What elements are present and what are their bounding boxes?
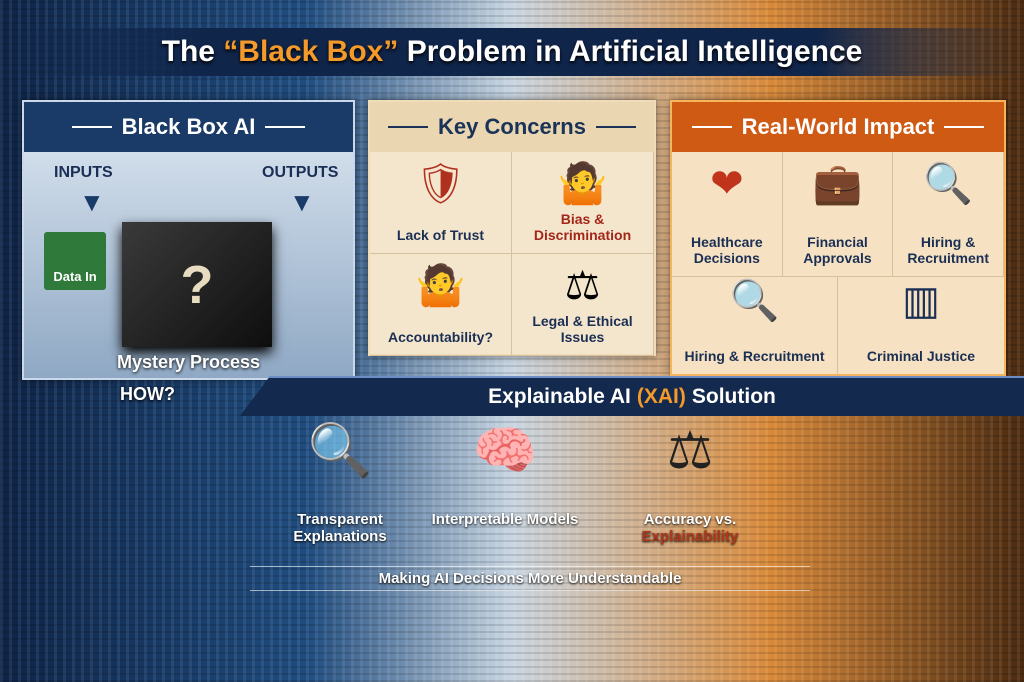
concern-lack-of-trust: 🛡 Lack of Trust — [370, 152, 512, 254]
briefcase-icon: 💼 — [812, 162, 863, 206]
xai-highlight: (XAI) — [636, 385, 686, 408]
black-box-panel: Black Box AI INPUTS OUTPUTS ▼ ▼ Data In … — [22, 100, 355, 380]
inputs-label: INPUTS — [54, 164, 113, 181]
impact-label: Hiring & Recruitment — [684, 348, 825, 364]
key-concerns-panel: Key Concerns 🛡 Lack of Trust 🤷 Bias & Disc… — [368, 100, 656, 356]
impact-hiring: 🔍 Hiring & Recruitment — [893, 152, 1004, 277]
person-shrug-icon: 🤷 — [557, 162, 608, 206]
data-in-label: Data In — [53, 269, 97, 284]
person-search-icon: 🔍 — [729, 279, 780, 323]
brain-network-icon: 🧠 — [472, 422, 538, 480]
arrow-down-icon: ▼ — [79, 187, 105, 217]
mystery-process-label: Mystery Process — [116, 352, 261, 372]
xai-item-label: Transparent Explanations — [293, 511, 387, 545]
title-prefix: The — [161, 35, 224, 68]
title-suffix: Problem in Artificial Intelligence — [398, 35, 863, 68]
businessman-shrug-icon: 🤷 — [415, 264, 466, 308]
real-world-impact-panel: Real-World Impact ❤Healthcare Decisions … — [670, 100, 1006, 376]
xai-transparent: 🔍 Transparent Explanations — [255, 425, 425, 555]
outputs-label: OUTPUTS — [262, 164, 339, 181]
impact-header: Real-World Impact — [672, 102, 1004, 152]
explainability-label: Explainability — [641, 528, 739, 545]
impact-label: Criminal Justice — [866, 348, 976, 364]
concern-bias: 🤷 Bias & Discrimination — [512, 152, 654, 254]
page-title: The “Black Box” Problem in Artificial In… — [0, 28, 1024, 76]
xai-interpretable: 🧠 Interpretable Models — [420, 425, 590, 555]
accuracy-label: Accuracy vs. — [643, 511, 737, 528]
title-highlight: “Black Box” — [223, 35, 399, 68]
data-in-folder: Data In — [44, 232, 106, 290]
black-box-header: Black Box AI — [24, 102, 353, 152]
concern-label: Accountability? — [387, 329, 493, 345]
xai-item-label: Interpretable Models — [431, 511, 579, 528]
jail-bars-icon: ▥ — [902, 279, 940, 323]
gavel-icon: ⚖ — [564, 264, 601, 308]
black-box-cube: ? — [122, 222, 272, 347]
impact-label: Healthcare Decisions — [691, 234, 763, 266]
impact-financial: 💼 Financial Approvals — [782, 152, 894, 277]
concern-accountability: 🤷 Accountability? — [370, 254, 512, 356]
magnifier-chart-icon: 🔍 — [307, 422, 373, 480]
impact-hiring-2: 🔍 Hiring & Recruitment — [672, 277, 838, 374]
impact-label: Hiring & Recruitment — [907, 234, 989, 266]
key-concerns-header: Key Concerns — [370, 102, 654, 152]
xai-title: Explainable AI — [488, 385, 631, 408]
impact-criminal-justice: ▥ Criminal Justice — [838, 277, 1004, 374]
question-mark: ? — [180, 254, 214, 315]
xai-suffix: Solution — [691, 385, 776, 408]
impact-healthcare: ❤ Healthcare Decisions — [672, 152, 783, 277]
concern-label: Bias & Discrimination — [533, 211, 632, 243]
concern-label: Legal & Ethical Issues — [532, 313, 633, 345]
scales-icon: ⚖ — [666, 422, 714, 480]
arrow-down-icon: ▼ — [289, 187, 315, 217]
heart-pulse-icon: ❤ — [710, 162, 744, 206]
shield-icon: 🛡 — [415, 162, 466, 206]
xai-item-label: Accuracy vs.Explainability — [605, 511, 775, 545]
concern-label: Lack of Trust — [396, 227, 485, 243]
how-label: HOW? — [120, 384, 175, 404]
concern-legal: ⚖ Legal & Ethical Issues — [512, 254, 654, 356]
xai-accuracy: ⚖ Accuracy vs.Explainability — [605, 425, 775, 555]
xai-banner: Explainable AI(XAI)Solution — [240, 376, 1024, 416]
impact-label: Financial Approvals — [803, 234, 872, 266]
footer-tagline: Making AI Decisions More Understandable — [250, 566, 810, 591]
person-search-icon: 🔍 — [923, 162, 974, 206]
